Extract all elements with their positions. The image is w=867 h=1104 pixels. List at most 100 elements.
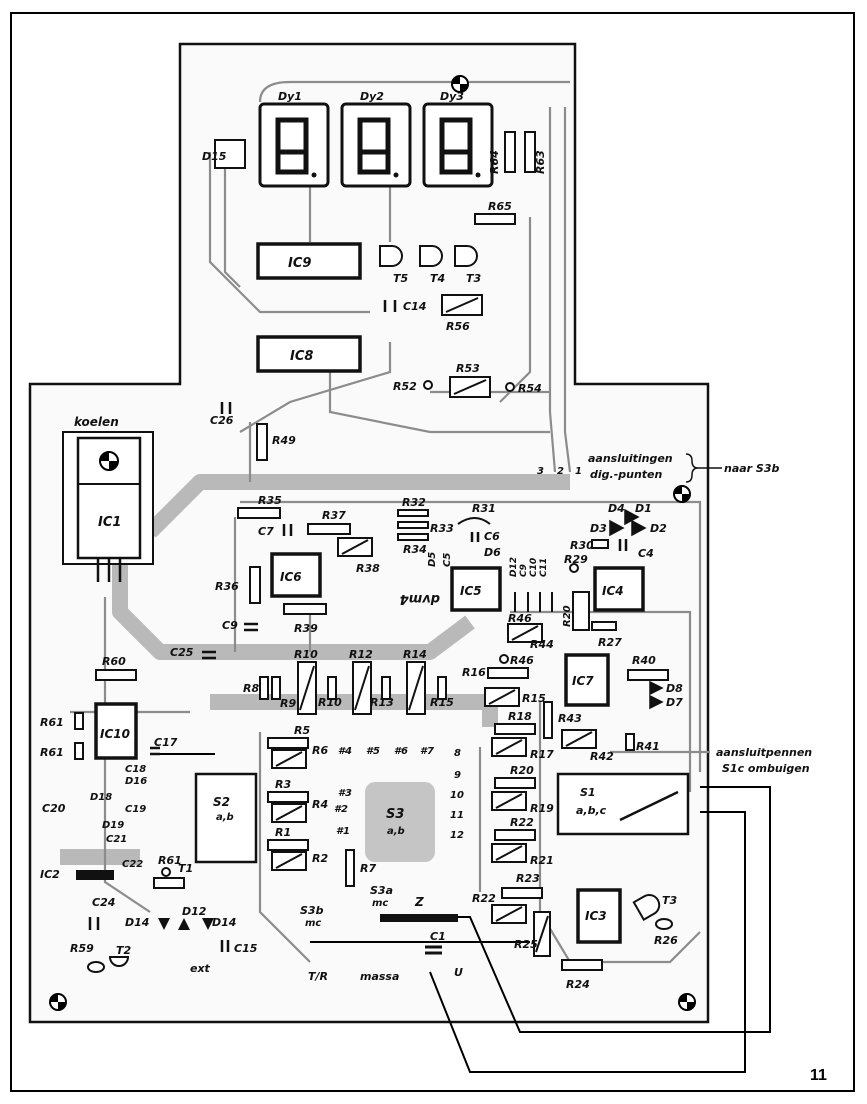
label-t3: T3: [662, 894, 678, 907]
capacitor-c15: [220, 940, 230, 952]
label-r33: R31: [472, 502, 496, 515]
label-ic4: IC4: [602, 584, 624, 598]
label-c21: C21: [106, 834, 127, 845]
label-r59: R59: [70, 942, 94, 955]
switch-s1: [556, 772, 690, 836]
label-r32: R30: [570, 539, 594, 552]
label-r20-small: R20: [562, 605, 573, 627]
pin-4: #4: [338, 746, 352, 757]
label-r28: R26: [654, 934, 678, 947]
label-r21: R20: [510, 764, 534, 777]
label-d7: D7: [666, 696, 683, 709]
diode-d14-body: [214, 139, 246, 169]
label-z: Z: [414, 895, 424, 909]
label-r6: R6: [312, 744, 328, 757]
label-d16: D16: [125, 776, 147, 787]
label-tr: T/R: [308, 970, 328, 983]
resistor-r34-35-36: [397, 509, 429, 541]
resistor-r26: [561, 959, 603, 971]
switch-s2: [194, 772, 258, 864]
label-r8: R8: [243, 682, 259, 695]
diodes-d15-d11-d12: [158, 918, 214, 930]
label-r9: R9: [280, 697, 296, 710]
capacitor-c17: [150, 746, 160, 756]
external-wires: [150, 753, 771, 1073]
label-r46: R44: [530, 638, 554, 651]
label-c24: C25: [170, 646, 194, 659]
label-c4: C4: [638, 547, 654, 560]
label-d4: D4: [608, 502, 625, 515]
pin-9: 9: [454, 770, 461, 781]
figure-frame: Dy1 Dy2 Dy3 D15 R64 R63 R65 IC9 T5 T4 T3…: [10, 12, 855, 1092]
label-r14: R14: [403, 648, 427, 661]
label-c26: C26: [210, 414, 234, 427]
pin-8: 8: [454, 748, 461, 759]
label-r20: R19: [530, 802, 554, 815]
label-c19: C19: [125, 804, 146, 815]
connection-1: 1: [575, 466, 582, 477]
svg-text:C10: C10: [529, 558, 539, 577]
label-c17: C17: [154, 736, 178, 749]
resistor-r61: [74, 742, 84, 760]
label-c1: C1: [430, 930, 446, 943]
label-r25: R23: [516, 872, 540, 885]
resistor-r52: [423, 380, 433, 390]
pin-3: #3: [338, 788, 352, 799]
label-r13: R13: [370, 696, 394, 709]
label-ic7: IC7: [572, 674, 594, 688]
label-r26: R24: [566, 978, 590, 991]
label-r65: R65: [488, 200, 512, 213]
label-r43: R41: [636, 740, 660, 753]
label-r36: R34: [403, 543, 427, 556]
label-s3a-mc: mc: [372, 898, 388, 909]
label-d15: D14: [125, 916, 149, 929]
label-s1: S1: [580, 786, 596, 799]
connection-3: 3: [537, 466, 544, 477]
capacitor-c24: [202, 650, 216, 660]
resistor-r62: [74, 712, 84, 730]
label-r60: R60: [102, 655, 126, 668]
label-dy2: Dy2: [360, 90, 384, 103]
label-c9: C9: [222, 619, 238, 632]
resistor-r39: [307, 523, 351, 535]
label-r44: R42: [590, 750, 614, 763]
label-r2: R2: [312, 852, 328, 865]
figure-number: 11: [810, 1067, 827, 1084]
label-ext: ext: [190, 962, 211, 975]
label-r39: R37: [322, 509, 346, 522]
capacitor-c4: [618, 539, 628, 551]
transistor-t2: [108, 956, 130, 967]
label-ic10: IC10: [100, 727, 130, 741]
label-c6: C6: [484, 530, 500, 543]
display-dy2: [340, 102, 412, 188]
label-r53: R53: [456, 362, 480, 375]
zener-z: [380, 914, 458, 922]
pin-10: 10: [450, 790, 464, 801]
label-d12: D14: [212, 916, 236, 929]
label-dy3: Dy3: [440, 90, 464, 103]
label-r10: R10: [294, 648, 318, 661]
label-s3a: S3a: [370, 884, 393, 897]
capacitor-c9: [244, 622, 258, 632]
label-dy1: Dy1: [278, 90, 302, 103]
label-d2: D2: [650, 522, 667, 535]
annotation-aansluitingen: aansluitingen: [588, 452, 673, 465]
annotation-s1c-ombuigen: S1c ombuigen: [722, 762, 810, 775]
resistor-r7: [345, 849, 355, 887]
label-r12: R12: [349, 648, 373, 661]
pin-11: 11: [450, 810, 464, 821]
label-s3-poles: a,b: [387, 826, 405, 837]
resistor-r45: [543, 701, 553, 739]
label-t4: T4: [430, 272, 445, 285]
label-ic5: IC5: [460, 584, 482, 598]
label-r11: R10: [318, 696, 342, 709]
label-d3: D3: [590, 522, 607, 535]
label-d11: D12: [182, 905, 207, 918]
resistor-r37: [237, 507, 281, 519]
label-d6: D6: [484, 546, 501, 559]
label-c25: C24: [92, 896, 115, 909]
resistor-r60: [95, 669, 137, 681]
label-r35: R33: [430, 522, 454, 535]
resistor-r64: [504, 131, 516, 173]
label-c15: C15: [234, 942, 258, 955]
